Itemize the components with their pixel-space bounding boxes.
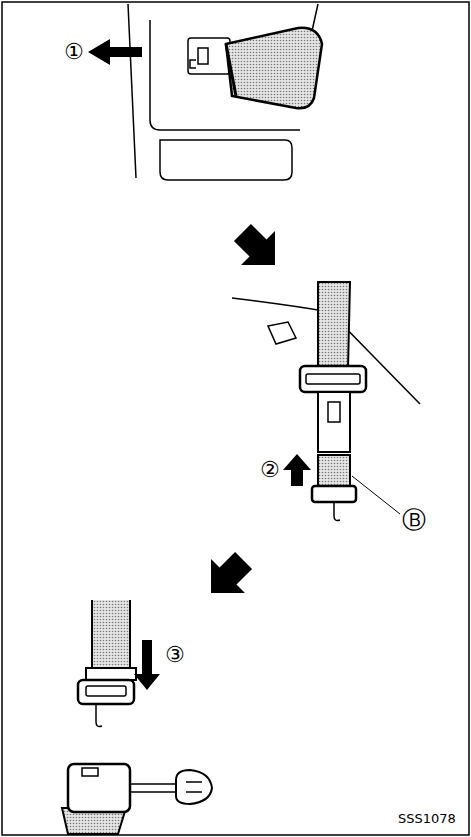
buckle-insert <box>62 600 212 834</box>
direction-arrow <box>283 454 311 486</box>
callout-number: ② <box>260 459 280 481</box>
belt-tongue <box>232 282 420 521</box>
direction-arrow <box>134 640 160 690</box>
pillar-anchor <box>128 4 322 180</box>
direction-arrow <box>88 39 142 65</box>
step-arrow <box>194 543 260 609</box>
step-arrow <box>225 215 291 281</box>
part-label: Ⓑ <box>402 508 426 532</box>
figure-code: SSS1078 <box>398 812 456 825</box>
callout-number: ③ <box>165 644 185 666</box>
callout-number: ① <box>64 41 84 63</box>
